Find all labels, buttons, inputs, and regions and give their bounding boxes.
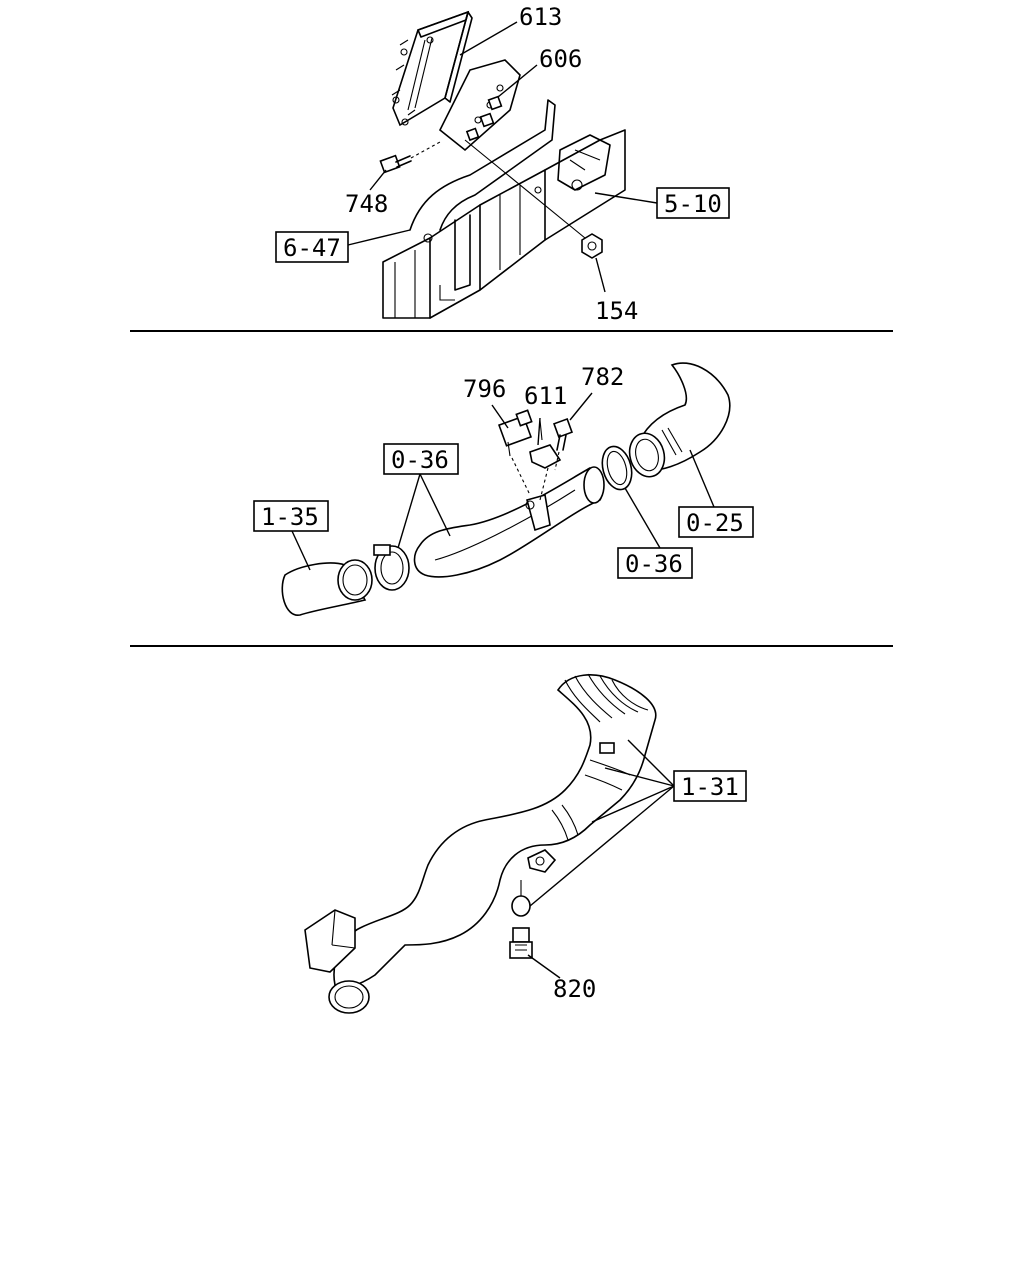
leader-0-36-b: [624, 487, 661, 549]
ref-label-0-36-b: 0-36: [625, 550, 683, 578]
ref-box-0-36-a: [383, 443, 459, 475]
leader-1-31-4: [529, 785, 675, 907]
clamp-left-drawing: [373, 544, 410, 591]
sensor-820-drawing: [509, 927, 533, 959]
ref-label-1-31: 1-31: [681, 773, 739, 801]
frame-structure-drawing: [382, 99, 626, 319]
ref-label-5-10: 5-10: [664, 190, 722, 218]
short-pipe-drawing: [281, 559, 373, 616]
leader-5-10: [594, 192, 658, 204]
leader-782: [569, 392, 593, 421]
bolt-748-drawing: [379, 141, 441, 174]
ref-label-1-35: 1-35: [261, 503, 319, 531]
main-intake-pipe-drawing: [413, 466, 605, 578]
callout-613: 613: [519, 3, 562, 31]
leader-6-47: [347, 229, 411, 246]
leader-0-25: [689, 449, 715, 508]
leader-820: [527, 954, 561, 979]
grommet-drawing: [511, 880, 531, 917]
callout-748: 748: [345, 190, 388, 218]
callout-820: 820: [553, 975, 596, 1003]
ref-box-0-25: [678, 506, 754, 538]
ref-label-0-36-a: 0-36: [391, 446, 449, 474]
bracket-plate-drawing: [438, 59, 521, 152]
callout-782: 782: [581, 363, 624, 391]
section-intake-pipe: 796 611 782 0-36 1-35 0-25 0-36: [253, 362, 754, 616]
ref-box-5-10: [656, 187, 730, 219]
ref-box-1-31: [673, 770, 747, 802]
callout-796: 796: [463, 375, 506, 403]
callout-611: 611: [524, 382, 567, 410]
leader-1-31-2: [604, 767, 675, 787]
elbow-hose-drawing: [628, 362, 731, 478]
leader-613: [459, 21, 518, 56]
leader-748: [369, 169, 387, 191]
ref-label-6-47: 6-47: [283, 234, 341, 262]
nut-154-drawing: [464, 139, 603, 259]
long-hose-drawing: [304, 673, 657, 1014]
leader-0-36-a-2: [419, 473, 451, 537]
callout-606: 606: [539, 45, 582, 73]
section-ecu-mount: 613 606 748 154 5-10 6-47: [275, 3, 730, 325]
callout-154: 154: [595, 297, 638, 325]
leader-1-35: [291, 530, 311, 571]
ref-label-0-25: 0-25: [686, 509, 744, 537]
bolt-782-drawing: [553, 418, 573, 471]
leader-611: [537, 417, 541, 446]
leader-606: [497, 64, 538, 98]
clamp-right-drawing: [601, 445, 633, 491]
ref-box-1-35: [253, 500, 329, 532]
bracket-611-drawing: [529, 419, 562, 501]
section-turbo-hose: 820 1-31: [304, 673, 747, 1014]
ref-box-0-36-b: [617, 547, 693, 579]
ref-box-6-47: [275, 231, 349, 263]
leader-1-31-3: [591, 785, 675, 823]
leader-796: [491, 404, 509, 429]
leader-0-36-a-1: [397, 473, 421, 549]
leader-154: [595, 257, 606, 293]
sensor-796-drawing: [497, 409, 533, 496]
ecu-module-drawing: [391, 10, 473, 127]
leader-1-31-1: [627, 739, 675, 787]
